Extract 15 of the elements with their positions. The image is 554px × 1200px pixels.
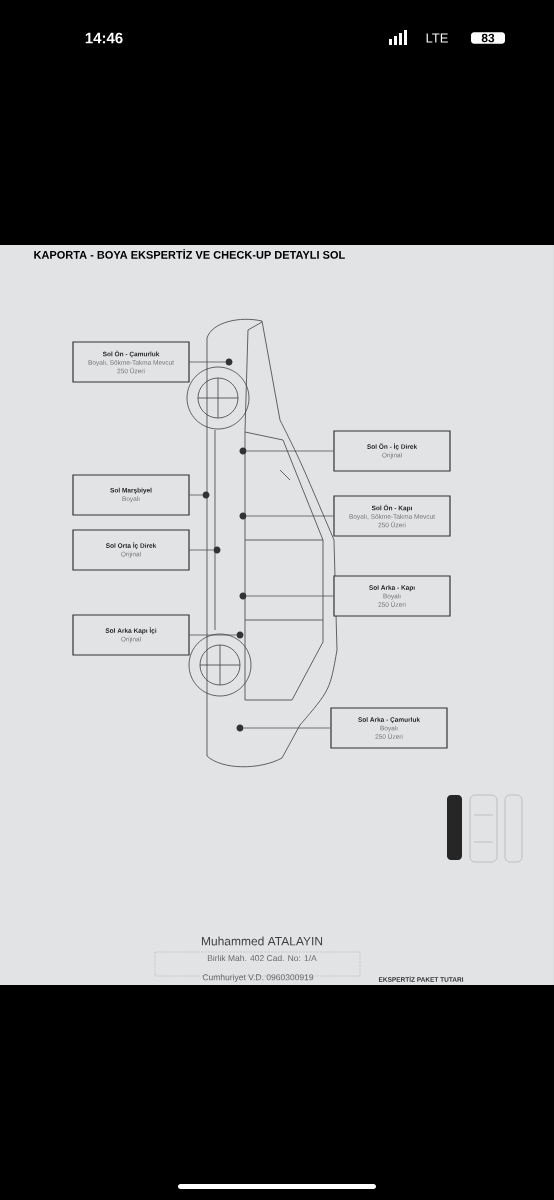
leader-line	[189, 494, 203, 496]
leader-line	[189, 361, 226, 363]
battery-level: 83	[471, 32, 505, 44]
address-text: Birlik Mah. 402 Cad. No: 1/A	[207, 954, 317, 962]
leader-line	[243, 727, 331, 729]
leader-line	[246, 515, 334, 517]
leader-line	[189, 634, 237, 636]
signature-name: Muhammed ATALAYIN	[201, 936, 323, 946]
title: KAPORTA - BOYA EKSPERTİZ VE CHECK-UP DETAYLI SOL	[34, 249, 345, 259]
leader-line	[189, 549, 214, 551]
tax-text: Cumhuriyet V.D. 0960300919	[202, 974, 314, 982]
network-label: LTE	[426, 33, 448, 43]
leader-line	[246, 450, 334, 452]
clock-time: 14:46	[85, 32, 123, 44]
leader-line	[246, 595, 334, 597]
